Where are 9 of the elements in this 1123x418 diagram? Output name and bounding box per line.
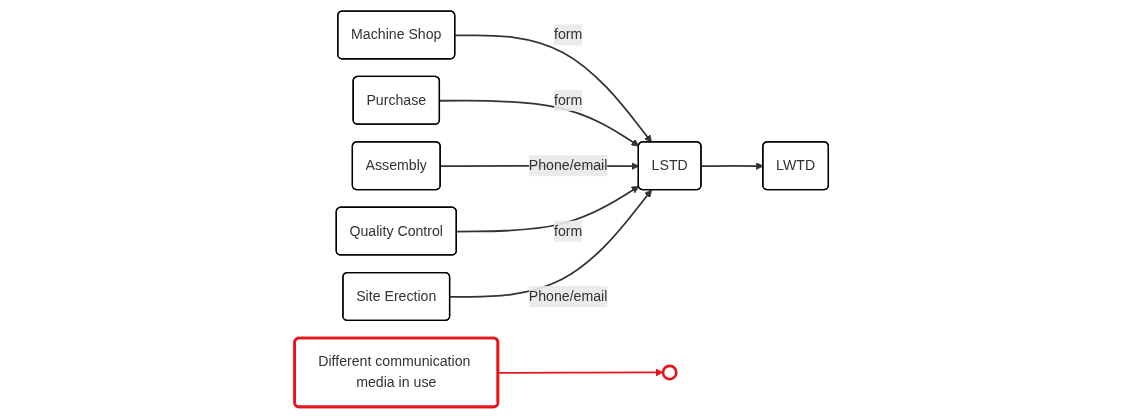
edge-label: Phone/email <box>528 288 608 304</box>
edge-label: form <box>553 92 583 108</box>
edge-label: form <box>553 26 583 42</box>
edge-label: form <box>553 223 583 239</box>
arrow <box>454 34 652 143</box>
arrow <box>449 189 652 298</box>
node-ellipse <box>661 364 678 381</box>
edge-label: Phone/email <box>528 157 608 173</box>
arrow <box>497 368 664 377</box>
